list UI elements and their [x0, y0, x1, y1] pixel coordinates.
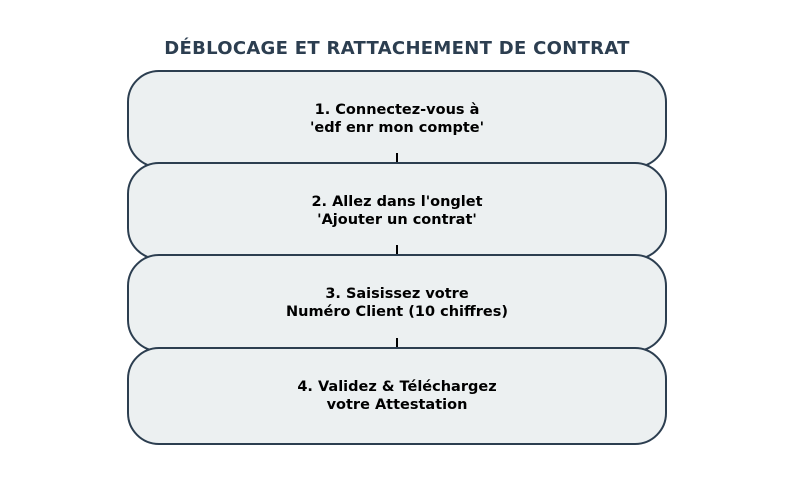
step-3-text: 3. Saisissez votre Numéro Client (10 chi…	[285, 286, 508, 320]
connector-3-4	[396, 338, 398, 347]
step-2-text: 2. Allez dans l'onglet 'Ajouter un contr…	[311, 194, 483, 228]
step-4-text: 4. Validez & Téléchargez votre Attestati…	[297, 379, 497, 413]
step-box-2: 2. Allez dans l'onglet 'Ajouter un contr…	[127, 162, 667, 260]
connector-1-2	[396, 153, 398, 162]
step-box-1: 1. Connectez-vous à 'edf enr mon compte'	[127, 70, 667, 168]
step-box-3: 3. Saisissez votre Numéro Client (10 chi…	[127, 254, 667, 352]
connector-2-3	[396, 245, 398, 254]
diagram-title: DÉBLOCAGE ET RATTACHEMENT DE CONTRAT	[164, 38, 630, 59]
step-box-4: 4. Validez & Téléchargez votre Attestati…	[127, 347, 667, 445]
step-1-text: 1. Connectez-vous à 'edf enr mon compte'	[309, 102, 485, 136]
